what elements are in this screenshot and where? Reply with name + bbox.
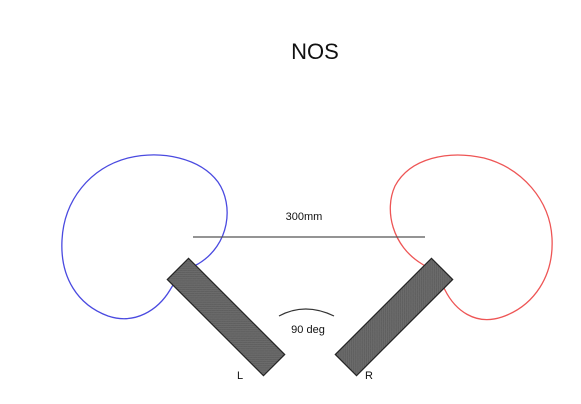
diagram-title: NOS <box>291 39 339 64</box>
angle-label: 90 deg <box>291 324 325 336</box>
right-mic-label: R <box>365 370 373 382</box>
right-polar-pattern <box>389 154 553 321</box>
left-mic-body <box>166 257 286 377</box>
angle-arc <box>278 308 335 317</box>
left-mic-label: L <box>237 370 243 382</box>
spacing-label: 300mm <box>286 211 323 223</box>
left-polar-pattern <box>61 154 228 320</box>
right-mic-body <box>334 257 454 377</box>
